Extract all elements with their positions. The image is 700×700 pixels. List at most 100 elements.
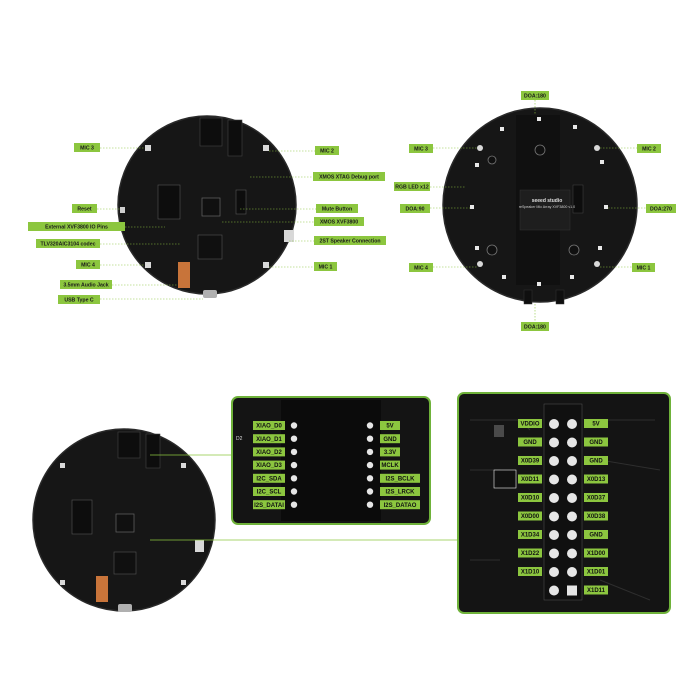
xiao-pin-right: I2S_BCLK (380, 473, 420, 483)
label-ext-io: External XVF3800 IO Pins (28, 222, 125, 231)
xiao-pin-left: XIAO_D0 (253, 421, 285, 430)
svg-text:I2S_BCLK: I2S_BCLK (385, 476, 415, 482)
svg-text:DOA:180: DOA:180 (524, 94, 546, 100)
back-silk-brand: seeed studio (532, 198, 563, 204)
svg-text:X0D39: X0D39 (521, 459, 540, 465)
xmos-pin-right: X1D01 (584, 567, 608, 576)
svg-text:Reset: Reset (77, 207, 91, 213)
xiao-pin-callout: D2 XIAO_D0XIAO_D1XIAO_D2XIAO_D3I2C_SDAI2… (231, 396, 431, 525)
xmos-left-pins: VDDIO GND X0D39X0D11X0D10X0D00X1D34X1D22X1… (518, 419, 542, 576)
xiao-pad (366, 488, 374, 495)
svg-text:MIC 2: MIC 2 (320, 149, 334, 155)
xmos-pin-left: GND (518, 437, 542, 447)
xmos-pin-callout: VDDIO GND X0D39X0D11X0D10X0D00X1D34X1D22X1… (457, 392, 671, 614)
svg-text:GND: GND (589, 533, 603, 539)
xiao-pin-left: XIAO_D3 (253, 460, 285, 470)
xmos-pin-left: X0D10 (518, 493, 542, 502)
xiao-pad (366, 435, 374, 442)
xmos-square-pad (567, 585, 577, 596)
svg-text:X0D00: X0D00 (521, 514, 540, 520)
back-labels: DOA:180 MIC 3 MIC 2 RGB LED x12 DOA:90 D… (394, 91, 676, 331)
xmos-pin-left: X1D22 (518, 548, 542, 558)
xiao-silk-d2: D2 (236, 436, 243, 442)
xmos-pin-right: GND (584, 437, 608, 447)
xiao-left-pins: XIAO_D0XIAO_D1XIAO_D2XIAO_D3I2C_SDAI2C_S… (253, 421, 298, 510)
label-doa-left: DOA:90 (400, 204, 430, 213)
label-mic3: MIC 3 (74, 143, 100, 152)
xmos-pin-right: GND (584, 530, 608, 539)
xiao-pad (290, 422, 298, 429)
label-mute: Mute Button (316, 204, 358, 213)
svg-text:MIC 1: MIC 1 (637, 266, 651, 272)
label-doa-right: DOA:270 (646, 204, 676, 213)
front-labels: MIC 3 MIC 2 XMOS XTAG Debug port Reset M… (28, 143, 386, 304)
svg-text:Mute Button: Mute Button (322, 207, 352, 213)
svg-text:XIAO_D3: XIAO_D3 (256, 463, 282, 469)
xmos-pin-left: X1D34 (518, 530, 542, 539)
svg-text:X0D11: X0D11 (521, 477, 540, 483)
svg-text:DOA:180: DOA:180 (524, 325, 546, 331)
xmos-hole (567, 493, 577, 503)
label-xtag: XMOS XTAG Debug port (313, 172, 385, 181)
label-back-mic3: MIC 3 (409, 144, 433, 153)
svg-text:MIC 1: MIC 1 (319, 265, 333, 271)
svg-text:X1D01: X1D01 (587, 570, 606, 576)
xmos-pin-left: X0D00 (518, 511, 542, 521)
xmos-hole (567, 567, 577, 577)
xmos-hole (567, 456, 577, 466)
xiao-pin-right: I2S_LRCK (380, 487, 420, 496)
xmos-pin-right: X1D11 (584, 585, 608, 595)
xiao-pin-right: 3.3V (380, 447, 400, 457)
label-mic4: MIC 4 (76, 260, 100, 269)
label-speaker: 2ST Speaker Connection (314, 236, 386, 245)
svg-text:3.3V: 3.3V (384, 450, 396, 456)
svg-text:X1D34: X1D34 (521, 533, 540, 539)
svg-text:XIAO_D1: XIAO_D1 (256, 437, 282, 443)
svg-text:TLV320AIC3104 codec: TLV320AIC3104 codec (41, 242, 96, 248)
xmos-pin-left: VDDIO (518, 419, 542, 428)
xmos-hole (549, 530, 559, 540)
svg-text:VDDIO: VDDIO (520, 422, 539, 428)
svg-text:RGB LED x12: RGB LED x12 (395, 185, 429, 191)
svg-text:DOA:90: DOA:90 (405, 207, 424, 213)
svg-text:MIC 4: MIC 4 (81, 263, 95, 269)
xmos-hole (549, 511, 559, 522)
xmos-hole (549, 437, 559, 448)
xiao-pad (366, 501, 374, 508)
xmos-pin-left: X1D10 (518, 567, 542, 576)
xmos-pin-left: X0D39 (518, 456, 542, 465)
xmos-hole (549, 419, 559, 429)
xmos-header-holes (549, 419, 577, 596)
label-back-mic2: MIC 2 (637, 144, 661, 153)
xmos-right-pins: 5VGNDGNDX0D13X0D37X0D38GNDX1D00X1D01X1D1… (584, 419, 608, 595)
xmos-hole (549, 585, 559, 596)
xiao-pad (366, 448, 374, 456)
xmos-hole (549, 548, 559, 559)
back-silk-model: reSpeaker Mic Array XVF3800 v1.0 (519, 205, 575, 209)
xiao-pad (366, 422, 374, 429)
svg-text:GND: GND (383, 437, 397, 443)
svg-text:XIAO_D0: XIAO_D0 (256, 424, 282, 430)
label-reset: Reset (72, 204, 97, 213)
xmos-hole (549, 474, 559, 485)
back-leader-lines (430, 100, 646, 322)
xiao-pin-left: XIAO_D1 (253, 434, 285, 444)
svg-text:X1D22: X1D22 (521, 551, 540, 557)
xmos-pin-right: GND (584, 456, 608, 465)
svg-text:I2S_LRCK: I2S_LRCK (385, 490, 415, 496)
xmos-hole (567, 437, 577, 448)
svg-text:MIC 4: MIC 4 (414, 266, 428, 272)
label-usb: USB Type C (58, 295, 100, 304)
xiao-pin-left: I2S_DATAI (253, 500, 285, 510)
svg-text:USB Type C: USB Type C (64, 298, 94, 304)
label-xmos: XMOS XVF3800 (314, 217, 364, 226)
svg-text:I2S_DATAO: I2S_DATAO (384, 503, 417, 509)
xmos-hole (567, 530, 577, 540)
front-board (117, 115, 297, 298)
label-doa-top: DOA:180 (521, 91, 549, 100)
xmos-smd-2 (493, 469, 517, 489)
label-audio-jack: 3.5mm Audio Jack (60, 280, 112, 289)
svg-text:2ST Speaker Connection: 2ST Speaker Connection (319, 239, 380, 245)
